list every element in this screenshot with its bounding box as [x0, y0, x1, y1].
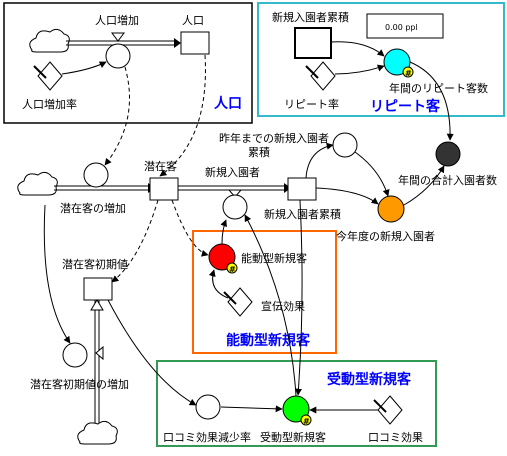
- population-section-title: 人口: [214, 95, 242, 112]
- pop-increase-node[interactable]: [105, 43, 131, 69]
- pop-increase-label: 人口増加: [95, 14, 139, 27]
- annual-repeat-label: 年間のリピート客数: [389, 81, 488, 95]
- passive-new-flag-mark: #: [303, 417, 310, 426]
- new-visitor-cum-label: 新規入園者累積: [264, 207, 341, 221]
- annual-repeat-flag-mark: #: [405, 69, 412, 78]
- wom-effect-label: 口コミ効果: [368, 430, 423, 444]
- potential-initial-increase-valve: [95, 345, 104, 361]
- passive-section-title: 受動型新規客: [327, 371, 412, 388]
- wom-decrease-label: 口コミ効果減少率: [163, 430, 251, 444]
- cloud-icon: [17, 171, 58, 196]
- display-value: 0.00 ppl: [385, 23, 418, 32]
- cloud-icon: [77, 420, 118, 445]
- passive-new-label: 受動型新規客: [260, 430, 326, 444]
- pop-increase-rate-label: 人口増加率: [22, 97, 77, 111]
- active-new-label: 能動型新規客: [241, 251, 307, 265]
- wom-decrease-node[interactable]: [195, 394, 221, 420]
- passive-section-frame: [156, 360, 437, 447]
- annual-repeat-flag: [402, 66, 414, 78]
- potential-initial-label: 潜在客初期値: [62, 257, 128, 271]
- active-new-flag-mark: #: [229, 265, 236, 274]
- new-cumulative-stock[interactable]: [294, 27, 332, 59]
- new-visitors-node[interactable]: [222, 194, 248, 220]
- potential-initial-increase-node[interactable]: [62, 342, 88, 368]
- repeat-rate-converter[interactable]: [310, 61, 336, 91]
- prev-year-new-cum-label-1: 昨年までの新規入園者: [219, 131, 329, 145]
- potential-increase-label: 潜在客の増加: [60, 201, 126, 215]
- display-box: [366, 13, 444, 39]
- new-visitors-valve: [227, 189, 243, 198]
- active-section-frame: [192, 230, 337, 354]
- population-section-frame: [3, 2, 253, 124]
- new-cumulative-label: 新規入園者累積: [272, 10, 349, 24]
- pr-effect-converter[interactable]: [227, 287, 253, 317]
- population-label: 人口: [182, 14, 204, 27]
- potential-stock[interactable]: [149, 177, 179, 201]
- potential-label: 潜在客: [144, 159, 177, 173]
- pop-increase-rate-converter[interactable]: [37, 61, 63, 91]
- annual-total-label: 年間の合計入園者数: [398, 173, 497, 187]
- cloud-icon: [29, 28, 70, 53]
- new-visitor-cum-stock[interactable]: [287, 177, 317, 201]
- repeat-rate-label: リピート率: [284, 97, 339, 111]
- prev-year-new-cum-node[interactable]: [332, 132, 358, 158]
- new-visitors-label: 新規入園者: [205, 165, 260, 179]
- annual-total-node[interactable]: [435, 141, 461, 167]
- population-stock[interactable]: [180, 31, 210, 55]
- pop-increase-valve: [111, 32, 125, 42]
- this-year-new-node[interactable]: [377, 195, 405, 223]
- potential-initial-stock[interactable]: [83, 277, 113, 301]
- repeat-section-frame: [257, 2, 505, 117]
- prev-year-new-cum-label-2: 累積: [248, 145, 270, 159]
- potential-initial-increase-label: 潜在客初期値の増加: [30, 377, 129, 391]
- active-new-flag: [226, 262, 238, 274]
- passive-new-flag: [300, 414, 312, 426]
- active-section-title: 能動型新規客: [226, 332, 311, 349]
- potential-increase-node[interactable]: [83, 162, 109, 188]
- this-year-new-label: 今年度の新規入園者: [336, 229, 435, 243]
- repeat-section-title: リピート客: [370, 98, 441, 115]
- wom-effect-converter[interactable]: [377, 395, 403, 425]
- pr-effect-label: 宣伝効果: [261, 299, 305, 313]
